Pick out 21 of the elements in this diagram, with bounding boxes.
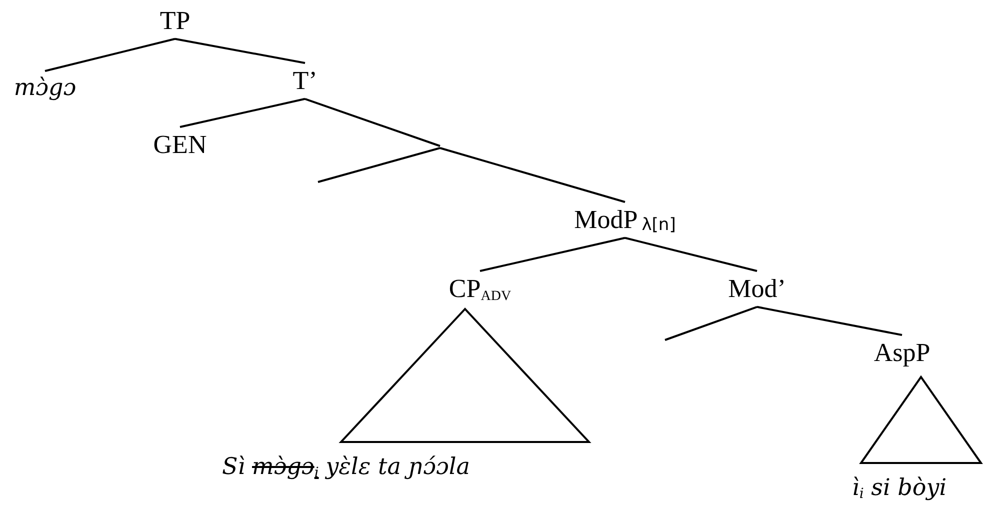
node-label: CP$_{ADV}$ bbox=[448, 274, 512, 304]
tree-branch bbox=[440, 147, 626, 203]
tree-branch bbox=[44, 38, 176, 72]
tree-branch bbox=[480, 236, 626, 272]
terminal-string: ì$_{i}$ si bòyi bbox=[852, 475, 947, 502]
node-label: GEN bbox=[153, 130, 207, 160]
node-label: ModP$_{λ[n]}$ bbox=[574, 205, 676, 235]
terminal-string: Sì bbox=[222, 454, 246, 480]
tree-branch bbox=[174, 38, 306, 64]
tree-branch bbox=[664, 306, 758, 341]
node-label: Mod’ bbox=[728, 274, 786, 304]
tree-branch bbox=[756, 306, 902, 336]
node-label: T’ bbox=[292, 66, 318, 96]
node-label: TP bbox=[160, 6, 190, 36]
node-label: AspP bbox=[874, 338, 930, 368]
tree-branch bbox=[624, 236, 758, 272]
terminal-string: yɛ̀lɛ ta ɲɔ́ɔla bbox=[326, 454, 470, 480]
terminal-string: mɔ̀gɔ$_{i}$ bbox=[252, 454, 319, 480]
tree-branch bbox=[304, 98, 440, 147]
tree-branch bbox=[180, 98, 306, 128]
node-label: mɔ̀gɔ bbox=[14, 75, 76, 102]
